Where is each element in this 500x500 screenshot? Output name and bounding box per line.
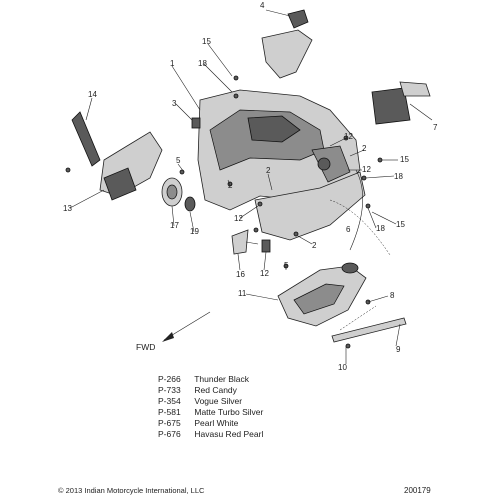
legend-row: P-733 Red Candy (158, 385, 358, 396)
leader-lines (69, 43, 401, 364)
legend-code: P-676 (158, 429, 181, 439)
part-6-lower-fairing[interactable] (254, 169, 391, 256)
callout-15: 15 (202, 37, 211, 46)
callout-15c: 15 (396, 220, 405, 229)
legend-name: Red Candy (194, 385, 237, 395)
callout-10: 10 (338, 363, 347, 372)
legend-row: P-266 Thunder Black (158, 374, 358, 385)
callout-16: 16 (236, 270, 245, 279)
part-13-side-cover[interactable] (99, 131, 163, 201)
fwd-label: FWD (136, 342, 156, 352)
callout-19: 19 (190, 227, 199, 236)
callout-18: 18 (198, 59, 207, 68)
part-17-grommet[interactable] (161, 177, 183, 207)
legend-code: P-733 (158, 385, 181, 395)
copyright-text: © 2013 Indian Motorcycle International, … (58, 486, 205, 495)
fwd-arrow-icon (162, 311, 211, 342)
part-7-pocket-door[interactable] (371, 81, 433, 125)
callout-18c: 18 (376, 224, 385, 233)
callout-labels: 4 15 18 1 14 3 7 12 2 5 15 12 2 18 2 13 … (63, 1, 438, 372)
part-3-clip[interactable] (191, 117, 201, 129)
callout-12b: 12 (362, 165, 371, 174)
part-1-inner-fairing[interactable] (197, 89, 361, 211)
part-11-lower-duct[interactable] (277, 262, 367, 327)
part-14-strap[interactable] (71, 111, 101, 167)
legend-code: P-675 (158, 418, 181, 428)
legend-row: P-581 Matte Turbo Silver (158, 407, 358, 418)
callout-15b: 15 (400, 155, 409, 164)
legend-row: P-675 Pearl White (158, 418, 358, 429)
diagram-id: 200179 (404, 486, 431, 495)
part-16-bracket[interactable] (231, 229, 249, 255)
callout-12d: 12 (260, 269, 269, 278)
legend-name: Pearl White (194, 418, 239, 428)
callout-1: 1 (170, 59, 175, 68)
callout-6: 6 (346, 225, 351, 234)
callout-7: 7 (433, 123, 438, 132)
callout-11: 11 (238, 289, 247, 298)
color-legend: P-266 Thunder Black P-733 Red Candy P-35… (158, 374, 358, 440)
part-9-rod[interactable] (331, 305, 407, 343)
legend-name: Vogue Silver (194, 396, 243, 406)
legend-name: Matte Turbo Silver (194, 407, 264, 417)
part-12-nut[interactable] (261, 239, 271, 253)
callout-12c: 12 (234, 214, 243, 223)
legend-name: Thunder Black (194, 374, 250, 384)
callout-9: 9 (396, 345, 401, 354)
callout-17: 17 (170, 221, 179, 230)
callout-5a: 5 (176, 156, 181, 165)
callout-3: 3 (172, 99, 177, 108)
legend-code: P-354 (158, 396, 181, 406)
callout-2c: 2 (228, 181, 233, 190)
legend-row: P-676 Havasu Red Pearl (158, 429, 358, 440)
legend-code: P-581 (158, 407, 181, 417)
callout-2b: 2 (266, 166, 271, 175)
callout-5b: 5 (284, 261, 289, 270)
callout-2a: 2 (362, 144, 367, 153)
callout-4: 4 (260, 1, 265, 10)
callout-13: 13 (63, 204, 72, 213)
legend-code: P-266 (158, 374, 181, 384)
callout-14: 14 (88, 90, 97, 99)
callout-8: 8 (390, 291, 395, 300)
callout-18b: 18 (394, 172, 403, 181)
part-19-bushing[interactable] (184, 196, 196, 212)
callout-12a: 12 (344, 132, 353, 141)
callout-2d: 2 (312, 241, 317, 250)
legend-name: Havasu Red Pearl (194, 429, 264, 439)
part-4-pocket-door[interactable] (261, 9, 313, 79)
legend-row: P-354 Vogue Silver (158, 396, 358, 407)
